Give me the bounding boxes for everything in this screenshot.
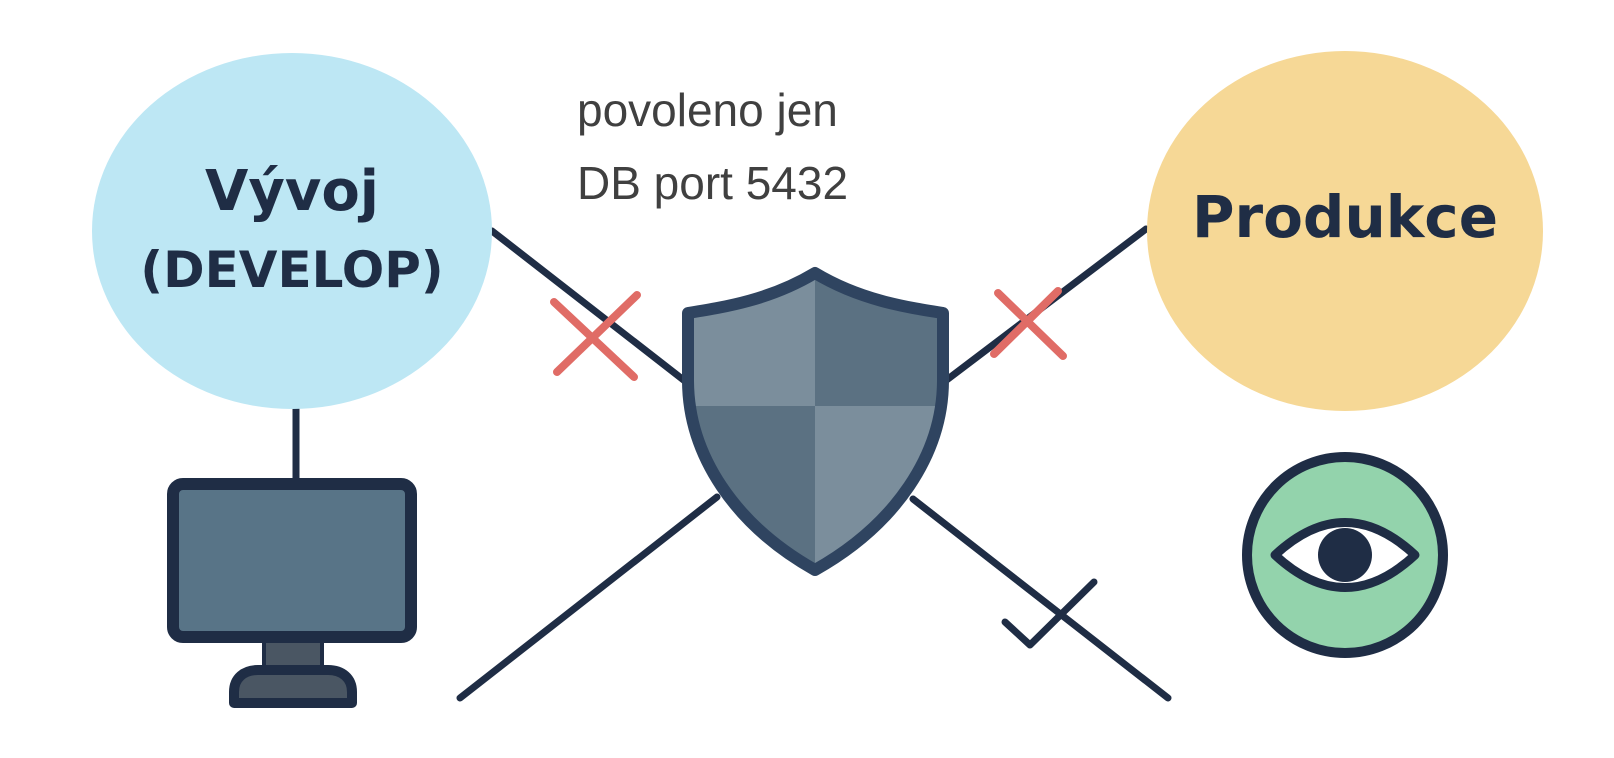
develop-title: Vývoj bbox=[205, 159, 379, 224]
check-mark-icon bbox=[1001, 578, 1098, 649]
connections bbox=[292, 225, 1172, 702]
develop-to-firewall-line bbox=[488, 227, 694, 389]
note-line-2: DB port 5432 bbox=[577, 157, 848, 209]
note-line-1: povoleno jen bbox=[577, 84, 838, 136]
monitor-icon bbox=[167, 478, 417, 708]
production-title: Produkce bbox=[1192, 183, 1498, 251]
eye-icon bbox=[1242, 452, 1448, 658]
firewall-to-bottom-right-line bbox=[909, 495, 1172, 702]
x-mark-icon bbox=[990, 287, 1067, 360]
firewall-to-bottom-left-line bbox=[456, 493, 721, 702]
develop-subtitle: (DEVELOP) bbox=[140, 241, 443, 299]
production-ellipse bbox=[1147, 51, 1543, 411]
note: povoleno jen DB port 5432 bbox=[577, 84, 848, 209]
shield-icon bbox=[682, 267, 949, 576]
develop-ellipse bbox=[92, 53, 492, 409]
x-mark-icon bbox=[550, 291, 641, 381]
develop-node: Vývoj (DEVELOP) bbox=[92, 53, 492, 409]
production-node: Produkce bbox=[1147, 51, 1543, 411]
